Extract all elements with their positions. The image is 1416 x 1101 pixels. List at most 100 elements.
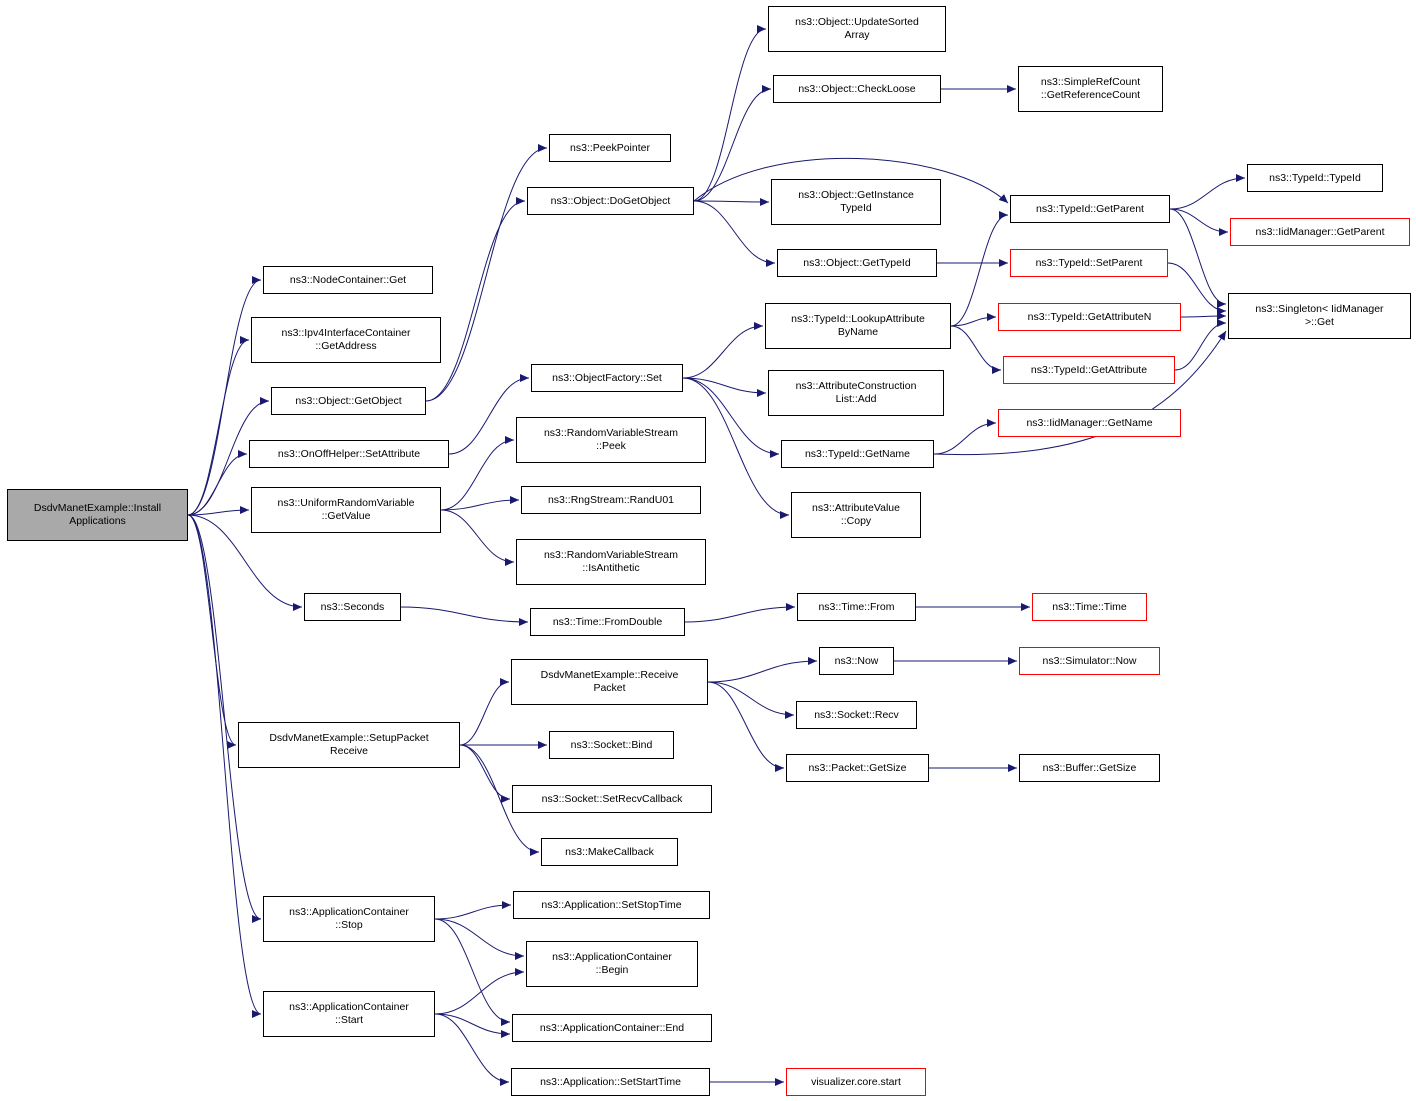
node-label: ByName xyxy=(837,326,879,338)
graph-node-packet_getsize[interactable]: ns3::Packet::GetSize xyxy=(786,754,929,782)
node-label: ns3::TypeId::GetAttribute xyxy=(1030,363,1148,376)
node-label: ns3::ApplicationContainer xyxy=(289,1001,409,1013)
graph-node-simplerefcount[interactable]: ns3::SimpleRefCount::GetReferenceCount xyxy=(1018,66,1163,112)
node-label: ns3::Simulator::Now xyxy=(1042,654,1137,667)
edge-getobject-peekpointer xyxy=(425,144,548,402)
graph-node-attrvalue_copy[interactable]: ns3::AttributeValue::Copy xyxy=(791,492,921,538)
graph-node-typeid_typeid[interactable]: ns3::TypeId::TypeId xyxy=(1247,164,1383,192)
graph-node-obj_gettypeid[interactable]: ns3::Object::GetTypeId xyxy=(777,249,937,277)
edge-install-setattribute xyxy=(187,450,248,516)
node-label: ns3::ApplicationContainer::End xyxy=(539,1021,685,1034)
node-label: ns3::Ipv4InterfaceContainer xyxy=(281,327,411,339)
edge-install-nodecontainer_get xyxy=(187,276,262,516)
graph-node-ac_start[interactable]: ns3::ApplicationContainer::Start xyxy=(263,991,435,1037)
graph-node-viz_start[interactable]: visualizer.core.start xyxy=(786,1068,926,1096)
node-label: ns3::Singleton< IidManager xyxy=(1255,303,1384,315)
graph-node-iid_getname[interactable]: ns3::IidManager::GetName xyxy=(998,409,1181,437)
node-label: ns3::Buffer::GetSize xyxy=(1042,761,1137,774)
node-label: ns3::AttributeValue xyxy=(812,502,900,514)
graph-node-ac_stop[interactable]: ns3::ApplicationContainer::Stop xyxy=(263,896,435,942)
edge-urv_getvalue-isantithetic xyxy=(440,509,515,566)
graph-node-makecallback[interactable]: ns3::MakeCallback xyxy=(541,838,678,866)
edge-ac_stop-setstoptime xyxy=(434,901,512,920)
graph-node-isantithetic[interactable]: ns3::RandomVariableStream::IsAntithetic xyxy=(516,539,706,585)
edge-receivepacket-packet_getsize xyxy=(707,681,785,772)
edge-ac_stop-ac_end xyxy=(434,918,511,1026)
graph-node-seconds[interactable]: ns3::Seconds xyxy=(304,593,401,621)
graph-node-simulator_now[interactable]: ns3::Simulator::Now xyxy=(1019,647,1160,675)
graph-node-checkloose[interactable]: ns3::Object::CheckLoose xyxy=(773,75,941,103)
graph-node-rvs_peek[interactable]: ns3::RandomVariableStream::Peek xyxy=(516,417,706,463)
graph-node-iid_getparent[interactable]: ns3::IidManager::GetParent xyxy=(1230,218,1410,246)
node-label: ns3::RngStream::RandU01 xyxy=(547,493,675,506)
edge-ac_start-ac_begin xyxy=(434,968,525,1015)
node-label: >::Get xyxy=(1305,316,1334,328)
graph-node-typeid_getparent[interactable]: ns3::TypeId::GetParent xyxy=(1010,195,1170,223)
node-label: ns3::Socket::SetRecvCallback xyxy=(541,792,683,805)
graph-node-dogetobject[interactable]: ns3::Object::DoGetObject xyxy=(527,187,694,215)
graph-node-peekpointer[interactable]: ns3::PeekPointer xyxy=(549,134,671,162)
node-label: ::Begin xyxy=(595,964,629,976)
node-label: ::Stop xyxy=(335,919,363,931)
node-label: ::Start xyxy=(334,1014,363,1026)
node-label: ns3::Socket::Recv xyxy=(814,708,899,721)
node-label: Applications xyxy=(69,515,126,527)
graph-node-setstarttime[interactable]: ns3::Application::SetStartTime xyxy=(511,1068,710,1096)
graph-node-ipv4_getaddress[interactable]: ns3::Ipv4InterfaceContainer::GetAddress xyxy=(251,317,441,363)
node-label: ns3::ApplicationContainer xyxy=(552,951,672,963)
graph-node-socket_recv[interactable]: ns3::Socket::Recv xyxy=(796,701,917,729)
graph-node-socket_bind[interactable]: ns3::Socket::Bind xyxy=(549,731,674,759)
edge-lookupattr-getattributen xyxy=(950,313,997,327)
graph-node-typeid_setparent[interactable]: ns3::TypeId::SetParent xyxy=(1010,249,1168,277)
edge-typeid_getparent-typeid_typeid xyxy=(1169,174,1246,210)
node-label: ns3::Object::GetInstance xyxy=(798,189,914,201)
graph-node-urv_getvalue[interactable]: ns3::UniformRandomVariable::GetValue xyxy=(251,487,441,533)
node-label: ns3::Application::SetStopTime xyxy=(541,898,682,911)
graph-node-time_from[interactable]: ns3::Time::From xyxy=(797,593,916,621)
node-label: DsdvManetExample::SetupPacket xyxy=(269,732,429,744)
graph-node-fromdouble[interactable]: ns3::Time::FromDouble xyxy=(530,608,685,636)
edge-getattributen-singleton_get xyxy=(1180,312,1227,321)
graph-node-setstoptime[interactable]: ns3::Application::SetStopTime xyxy=(513,891,710,919)
node-label: ns3::TypeId::TypeId xyxy=(1269,171,1361,184)
graph-node-typeid_getname[interactable]: ns3::TypeId::GetName xyxy=(781,440,934,468)
graph-node-getattributen[interactable]: ns3::TypeId::GetAttributeN xyxy=(998,303,1181,331)
edge-factory_set-attrlist_add xyxy=(682,377,767,397)
graph-node-randu01[interactable]: ns3::RngStream::RandU01 xyxy=(521,486,701,514)
edge-typeid_getname-iid_getname xyxy=(933,419,997,455)
graph-node-ac_begin[interactable]: ns3::ApplicationContainer::Begin xyxy=(526,941,698,987)
graph-node-buffer_getsize[interactable]: ns3::Buffer::GetSize xyxy=(1019,754,1160,782)
edge-fromdouble-time_from xyxy=(684,603,796,623)
node-label: ns3::ObjectFactory::Set xyxy=(552,371,662,384)
graph-node-time_time[interactable]: ns3::Time::Time xyxy=(1032,593,1147,621)
node-label: DsdvManetExample::Receive xyxy=(540,669,679,681)
graph-node-singleton_get[interactable]: ns3::Singleton< IidManager>::Get xyxy=(1228,293,1411,339)
edge-typeid_getparent-singleton_get xyxy=(1169,208,1227,308)
node-label: ns3::IidManager::GetParent xyxy=(1255,225,1385,238)
edge-dogetobject-getinstance xyxy=(693,197,770,206)
graph-node-setrecvcb[interactable]: ns3::Socket::SetRecvCallback xyxy=(512,785,712,813)
node-label: ns3::SimpleRefCount xyxy=(1040,76,1141,88)
graph-node-getobject[interactable]: ns3::Object::GetObject xyxy=(271,387,426,415)
node-label: ns3::Packet::GetSize xyxy=(808,761,907,774)
node-label: ns3::AttributeConstruction xyxy=(795,380,917,392)
graph-node-factory_set[interactable]: ns3::ObjectFactory::Set xyxy=(531,364,683,392)
node-label: ns3::UniformRandomVariable xyxy=(277,497,415,509)
node-label: ns3::IidManager::GetName xyxy=(1026,416,1153,429)
graph-node-now[interactable]: ns3::Now xyxy=(819,647,894,675)
node-label: ns3::OnOffHelper::SetAttribute xyxy=(277,447,421,460)
graph-node-setattribute[interactable]: ns3::OnOffHelper::SetAttribute xyxy=(249,440,449,468)
edge-getattribute-singleton_get xyxy=(1174,319,1227,371)
graph-node-nodecontainer_get[interactable]: ns3::NodeContainer::Get xyxy=(263,266,433,294)
graph-node-getattribute[interactable]: ns3::TypeId::GetAttribute xyxy=(1003,356,1175,384)
graph-node-ac_end[interactable]: ns3::ApplicationContainer::End xyxy=(512,1014,712,1042)
edge-dogetobject-checkloose xyxy=(693,85,772,202)
edge-ac_start-setstarttime xyxy=(434,1013,510,1086)
